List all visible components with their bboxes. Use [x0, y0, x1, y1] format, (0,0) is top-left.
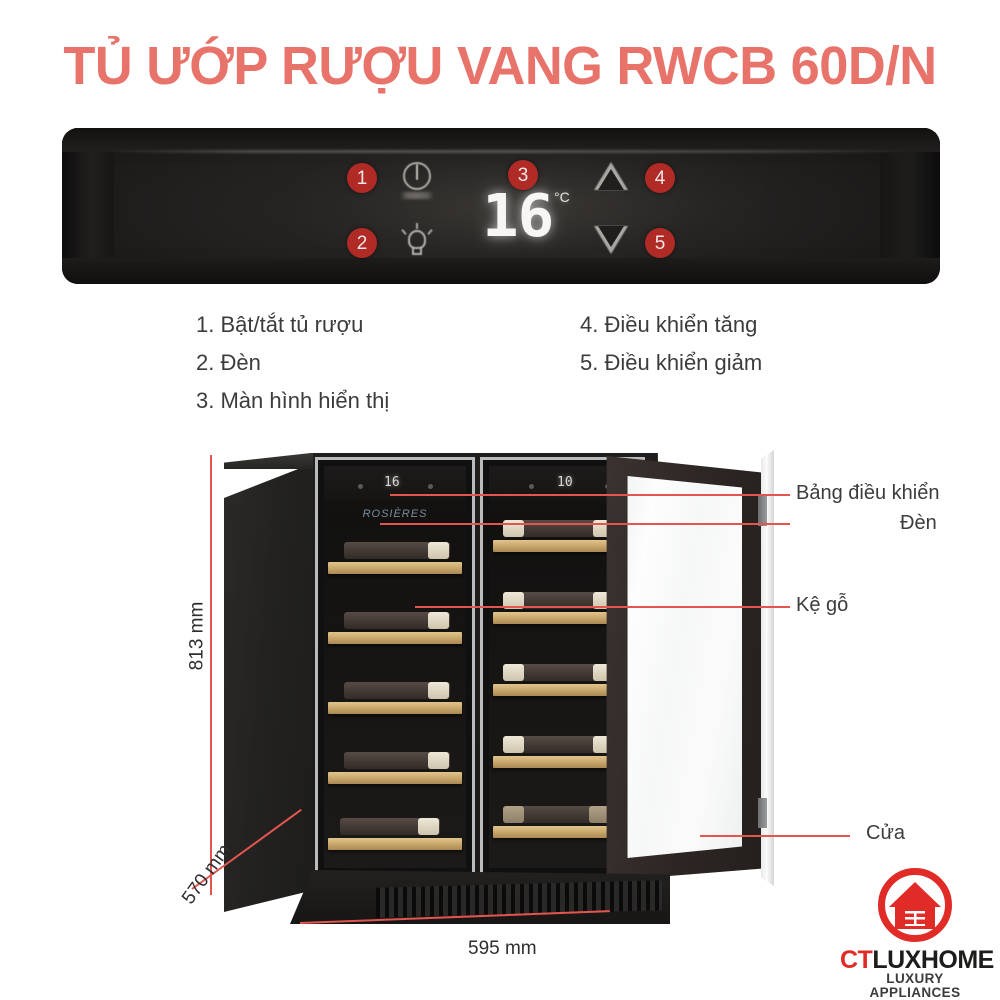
wine-bottle-cork: [418, 818, 439, 835]
logo-tagline: LUXURY APPLIANCES: [869, 971, 961, 1000]
legend-column-left: 1. Bật/tắt tủ rượu 2. Đèn 3. Màn hình hi…: [196, 306, 389, 420]
power-ring: [403, 162, 431, 190]
door-temperature-left: 16: [384, 475, 400, 490]
dimension-line-height: [210, 455, 212, 895]
wine-shelf: [328, 838, 462, 850]
cabinet-open-door: [600, 448, 780, 888]
callout-badge-1: 1: [347, 163, 377, 193]
bulb-ray: [401, 229, 407, 235]
callout-line-door: [700, 835, 850, 837]
brand-logo: CTLUXHOME LUXURY APPLIANCES: [840, 868, 994, 999]
dimension-label-width: 595 mm: [468, 938, 537, 959]
logo-wordmark: CTLUXHOME: [840, 946, 994, 974]
wine-bottle: [340, 818, 440, 835]
callout-badge-4: 4: [645, 163, 675, 193]
wine-bottle: [344, 542, 450, 559]
callout-line-wood-shelf: [415, 606, 790, 608]
logo-wordmark-ct: CT: [840, 946, 873, 974]
wine-bottle-cork: [503, 806, 524, 823]
callout-line-control-panel: [390, 494, 790, 496]
wine-bottle-cork: [428, 752, 449, 769]
logo-wordmark-luxhome: LUXHOME: [872, 946, 994, 974]
wine-bottle-cork: [428, 612, 449, 629]
dimension-label-height: 813 mm: [186, 601, 208, 671]
bulb-ray: [427, 229, 433, 235]
wine-shelf: [493, 756, 632, 768]
legend-column-right: 4. Điều khiển tăng 5. Điều khiển giảm: [580, 306, 762, 382]
wine-shelf: [493, 684, 632, 696]
wine-bottle-cork: [503, 736, 524, 753]
logo-circle: [878, 868, 952, 942]
wine-shelf: [328, 772, 462, 784]
door-indicator-dot: [358, 484, 363, 489]
callout-line-light: [380, 523, 790, 525]
callout-label-door: Cửa: [866, 822, 905, 844]
legend-item-2: 2. Đèn: [196, 350, 261, 375]
vent-grille: [376, 880, 662, 918]
wine-bottle-cork: [428, 682, 449, 699]
bulb-glass: [408, 230, 426, 249]
page-title: TỦ ƯỚP RƯỢU VANG RWCB 60D/N: [63, 36, 937, 96]
wine-bottle: [344, 612, 450, 629]
callout-label-wood-shelf: Kệ gỗ: [796, 594, 849, 616]
temperature-value: 16: [482, 180, 554, 251]
wine-shelf: [493, 540, 632, 552]
wine-bottle-cork: [503, 592, 524, 609]
door-indicator-dot: [529, 484, 534, 489]
bulb-base: [412, 247, 422, 255]
callout-badge-5: 5: [645, 228, 675, 258]
cabinet-left-side: [224, 462, 316, 912]
legend-item-3: 3. Màn hình hiển thị: [196, 388, 390, 413]
bulb-ray: [416, 223, 418, 229]
wine-bottle: [344, 752, 450, 769]
wine-bottle: [503, 806, 613, 823]
arrow-down-icon[interactable]: [594, 226, 628, 256]
callout-label-control-panel: Bảng điều khiển: [796, 482, 940, 504]
brand-label: ROSIÈRES: [362, 508, 428, 520]
wine-shelf: [328, 562, 462, 574]
wine-bottle: [503, 592, 613, 609]
wine-bottle: [503, 664, 613, 681]
door-temperature-right: 10: [557, 475, 573, 490]
arrow-up-icon[interactable]: [594, 162, 628, 192]
wine-bottle-cork: [428, 542, 449, 559]
wine-bottle-cork: [589, 806, 610, 823]
wine-bottle-cork: [503, 664, 524, 681]
door-hinge: [758, 798, 767, 828]
temperature-display: 16 °C: [482, 184, 592, 248]
logo-house-window: [905, 911, 925, 926]
power-sublabel: [400, 192, 434, 199]
logo-house: [889, 882, 941, 929]
open-door-edge: [761, 450, 774, 886]
product-photo: 16 ROSIÈRES: [180, 440, 820, 924]
door-indicator-dot: [428, 484, 433, 489]
door-glass-left: 16 ROSIÈRES: [324, 466, 466, 868]
door-hinge: [758, 496, 767, 526]
logo-house-roof: [889, 882, 941, 907]
power-bar: [415, 164, 419, 180]
wine-bottle: [503, 736, 613, 753]
power-icon[interactable]: [399, 160, 435, 199]
wine-shelf: [328, 632, 462, 644]
legend-item-5: 5. Điều khiển giảm: [580, 350, 763, 375]
cabinet-door-left: 16 ROSIÈRES: [315, 457, 475, 877]
legend-item-4: 4. Điều khiển tăng: [580, 312, 758, 337]
wine-shelf: [328, 702, 462, 714]
callout-badge-2: 2: [347, 228, 377, 258]
house-in-circle-icon: [878, 868, 952, 942]
open-door-glass: [627, 476, 742, 858]
wine-bottle: [344, 682, 450, 699]
temperature-unit: °C: [554, 189, 570, 205]
panel-bottom-band: [62, 258, 940, 284]
callout-label-light: Đèn: [900, 512, 937, 534]
callout-badge-3: 3: [508, 160, 538, 190]
legend-item-1: 1. Bật/tắt tủ rượu: [196, 312, 364, 337]
wine-shelf: [493, 612, 632, 624]
triangle-inner: [598, 226, 624, 247]
triangle-inner: [598, 169, 624, 190]
wine-shelf: [493, 826, 632, 838]
light-bulb-icon[interactable]: [401, 222, 433, 264]
